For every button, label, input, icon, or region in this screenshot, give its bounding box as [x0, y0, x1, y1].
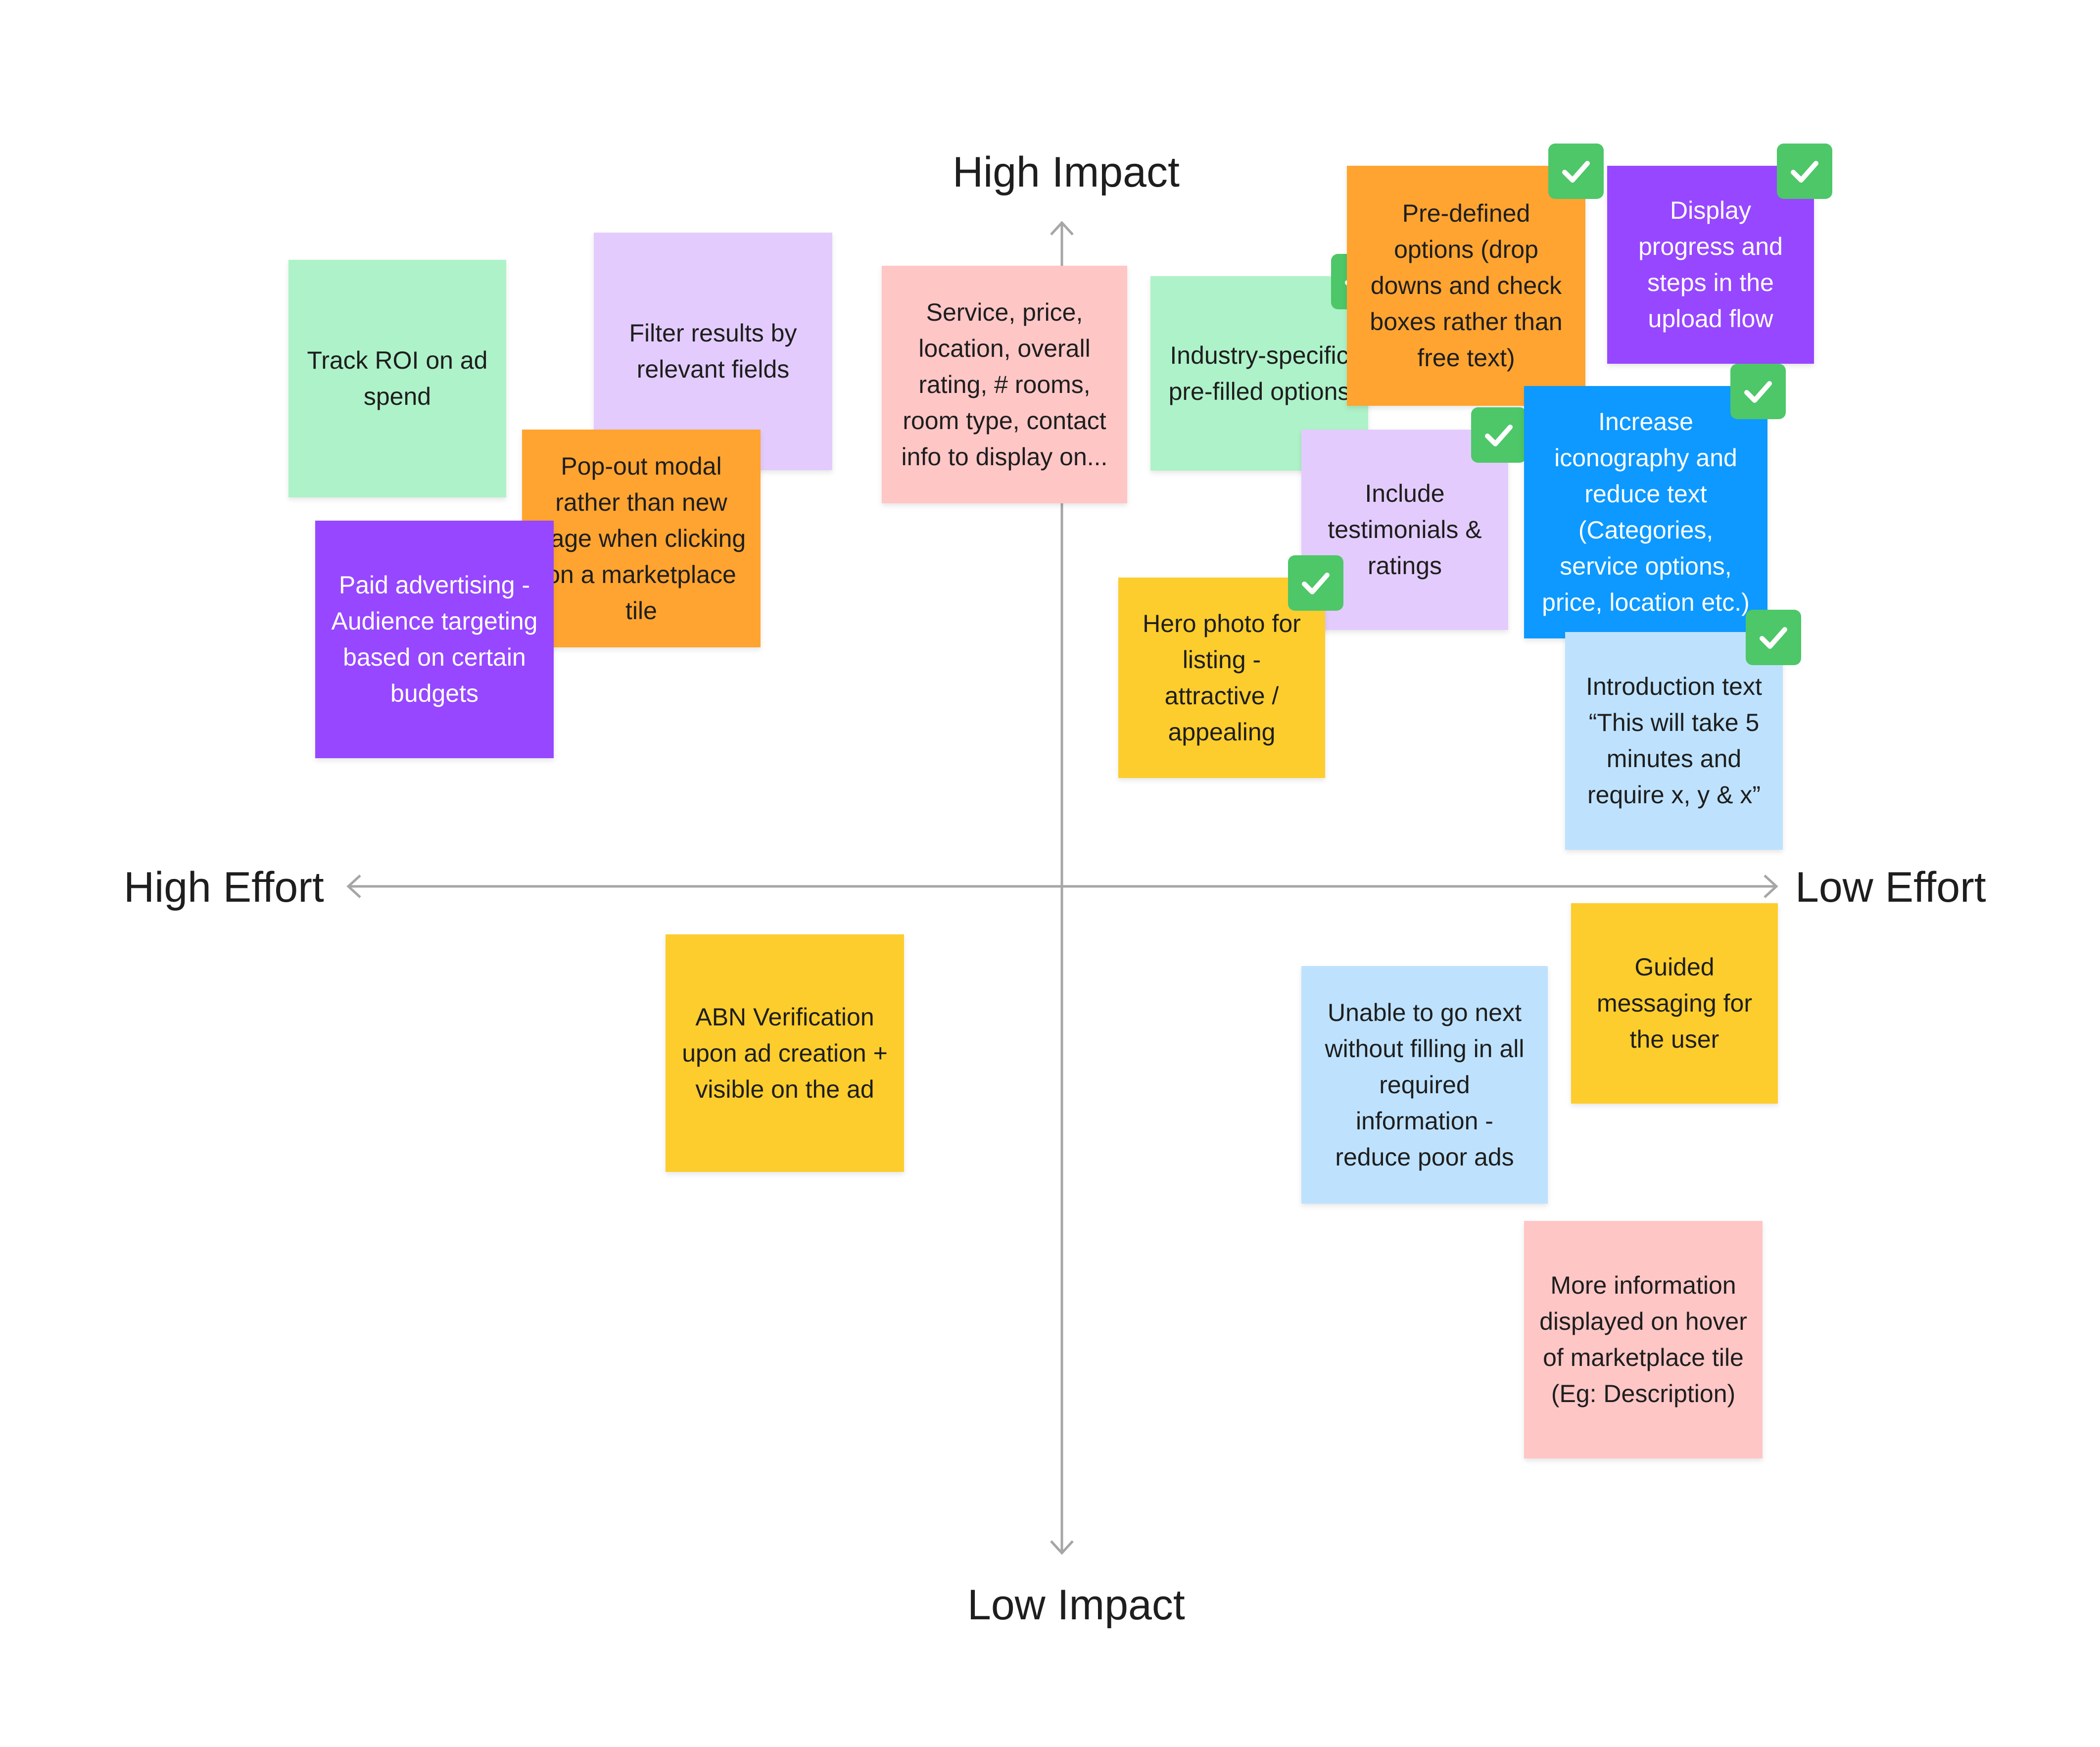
sticky-note-pop-out-modal[interactable]: Pop-out modal rather than new page when …: [522, 430, 761, 647]
checkmark-icon: [1746, 610, 1801, 665]
sticky-note-text: Include testimonials & ratings: [1328, 480, 1482, 580]
sticky-note-increase-iconography[interactable]: Increase iconography and reduce text (Ca…: [1524, 386, 1767, 638]
sticky-note-text: Introduction text “This will take 5 minu…: [1586, 673, 1762, 809]
sticky-note-pre-defined-options[interactable]: Pre-defined options (drop downs and chec…: [1347, 166, 1585, 406]
checkmark-icon: [1730, 364, 1786, 419]
sticky-note-text: ABN Verification upon ad creation + visi…: [682, 1003, 888, 1103]
sticky-note-text: Pre-defined options (drop downs and chec…: [1370, 199, 1563, 372]
sticky-note-service-price[interactable]: Service, price, location, overall rating…: [882, 266, 1127, 503]
sticky-note-text: Display progress and steps in the upload…: [1638, 196, 1783, 333]
checkmark-icon: [1777, 144, 1832, 199]
axis-label-low-effort: Low Effort: [1795, 864, 1986, 911]
arrow-down-icon: [1050, 1540, 1074, 1555]
sticky-note-text: Hero photo for listing - attractive / ap…: [1143, 609, 1301, 746]
sticky-note-text: Filter results by relevant fields: [629, 319, 797, 383]
checkmark-icon: [1471, 407, 1527, 463]
axis-label-low-impact: Low Impact: [967, 1581, 1185, 1629]
sticky-note-display-progress[interactable]: Display progress and steps in the upload…: [1607, 166, 1814, 364]
checkmark-icon: [1548, 144, 1604, 199]
sticky-note-hero-photo[interactable]: Hero photo for listing - attractive / ap…: [1118, 578, 1325, 778]
sticky-note-text: Increase iconography and reduce text (Ca…: [1542, 408, 1750, 616]
sticky-note-text: Service, price, location, overall rating…: [901, 298, 1108, 471]
arrow-right-icon: [1764, 874, 1778, 898]
sticky-note-guided-messaging[interactable]: Guided messaging for the user: [1571, 903, 1778, 1104]
sticky-note-more-information[interactable]: More information displayed on hover of m…: [1524, 1221, 1763, 1458]
sticky-note-text: Track ROI on ad spend: [307, 346, 488, 410]
sticky-note-text: Guided messaging for the user: [1596, 953, 1753, 1053]
sticky-note-paid-advertising[interactable]: Paid advertising - Audience targeting ba…: [315, 521, 554, 758]
sticky-note-abn-verification[interactable]: ABN Verification upon ad creation + visi…: [666, 934, 904, 1172]
arrow-left-icon: [346, 874, 361, 898]
sticky-note-unable-to-go-next[interactable]: Unable to go next without filling in all…: [1301, 966, 1548, 1204]
sticky-note-text: More information displayed on hover of m…: [1539, 1271, 1747, 1407]
axis-label-high-impact: High Impact: [953, 148, 1180, 196]
checkmark-icon: [1288, 555, 1343, 611]
axis-label-high-effort: High Effort: [124, 864, 324, 911]
sticky-note-track-roi[interactable]: Track ROI on ad spend: [288, 260, 506, 497]
sticky-note-introduction-text[interactable]: Introduction text “This will take 5 minu…: [1565, 632, 1783, 850]
sticky-note-text: Unable to go next without filling in all…: [1325, 998, 1525, 1171]
sticky-note-text: Pop-out modal rather than new page when …: [536, 452, 746, 625]
sticky-note-text: Paid advertising - Audience targeting ba…: [331, 571, 538, 707]
sticky-note-text: Industry-specific pre-filled options: [1168, 341, 1350, 405]
arrow-up-icon: [1050, 221, 1074, 236]
